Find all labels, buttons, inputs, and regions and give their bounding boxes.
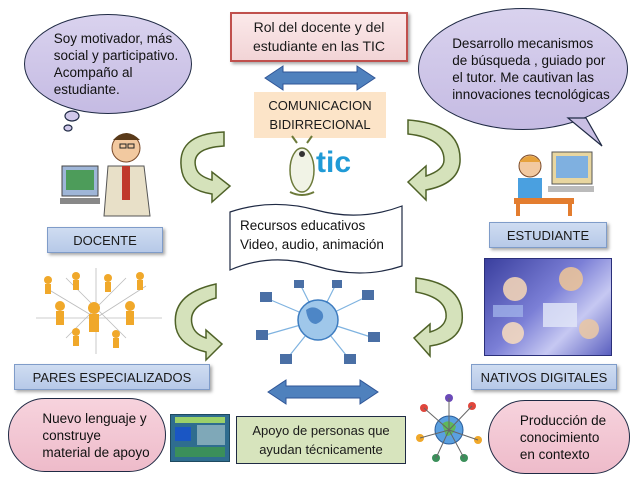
people-network-icon <box>36 268 162 354</box>
learning-screenshot-icon <box>170 414 230 462</box>
globe-network-icon <box>256 280 380 366</box>
curved-arrow-bottom-left <box>174 283 224 362</box>
pares-label-text: PARES ESPECIALIZADOS <box>32 369 192 385</box>
student-bubble-line-2: de búsqueda , guiado por <box>452 53 606 68</box>
support-line-1: Apoyo de personas que <box>252 423 390 438</box>
nativos-digitales-label: NATIVOS DIGITALES <box>471 364 617 390</box>
teacher-icon <box>58 126 154 218</box>
support-box: Apoyo de personas que ayudan técnicament… <box>236 416 406 464</box>
language-line-1: Nuevo lenguaje y <box>42 410 147 426</box>
tic-logo-text: tic <box>316 146 352 179</box>
language-line-3: material de apoyo <box>42 444 150 460</box>
resources-line-1: Recursos educativos <box>240 218 366 233</box>
knowledge-cloud-bubble: Producción de conocimiento en contexto <box>488 400 630 474</box>
communication-line-1: COMUNICACION <box>268 98 372 113</box>
student-speech-bubble: Desarrollo mecanismos de búsqueda , guia… <box>418 8 628 130</box>
teacher-speech-bubble: Soy motivador, más social y participativ… <box>24 14 192 114</box>
bottom-double-arrow <box>267 379 379 405</box>
teacher-bubble-thought-dots <box>63 110 80 132</box>
docente-label-text: DOCENTE <box>73 232 137 248</box>
tic-mascot-icon: tic <box>282 135 362 200</box>
resources-wave-box <box>229 203 403 274</box>
global-people-icon <box>414 394 484 464</box>
resources-line-2: Video, audio, animación <box>240 237 384 252</box>
language-line-2: construye <box>42 427 101 443</box>
student-bubble-tail <box>566 117 603 147</box>
knowledge-line-1: Producción de <box>519 412 607 428</box>
communication-box: COMUNICACION BIDIRRECIONAL <box>254 92 386 138</box>
student-bubble-line-1: Desarrollo mecanismos <box>452 36 594 51</box>
teacher-bubble-line-1: Soy motivador, más <box>53 31 173 46</box>
docente-label: DOCENTE <box>47 227 163 253</box>
top-double-arrow <box>264 65 376 91</box>
curved-arrow-top-right <box>406 119 461 202</box>
estudiante-label: ESTUDIANTE <box>489 222 607 248</box>
student-computer-icon <box>508 150 596 216</box>
pares-especializados-label: PARES ESPECIALIZADOS <box>14 364 210 390</box>
estudiante-label-text: ESTUDIANTE <box>506 227 590 243</box>
teacher-bubble-line-3: Acompaño al <box>53 65 133 80</box>
resources-text: Recursos educativos Video, audio, animac… <box>240 216 402 254</box>
support-line-2: ayudan técnicamente <box>259 442 383 457</box>
curved-arrow-top-left <box>180 131 232 204</box>
title-line-2: estudiante en las TIC <box>252 38 386 54</box>
student-bubble-line-4: innovaciones tecnológicas <box>452 87 610 102</box>
digital-natives-collage-icon <box>484 258 612 356</box>
teacher-bubble-line-4: estudiante. <box>53 82 120 97</box>
title-box: Rol del docente y del estudiante en las … <box>230 12 408 62</box>
knowledge-line-3: en contexto <box>519 446 590 462</box>
teacher-bubble-line-2: social y participativo. <box>53 48 179 63</box>
student-bubble-line-3: el tutor. Me cautivan las <box>452 70 595 85</box>
communication-line-2: BIDIRRECIONAL <box>269 117 371 132</box>
curved-arrow-bottom-right <box>412 277 463 358</box>
knowledge-line-2: conocimiento <box>519 429 600 445</box>
title-line-1: Rol del docente y del <box>253 19 385 35</box>
nativos-label-text: NATIVOS DIGITALES <box>480 369 608 385</box>
language-cloud-bubble: Nuevo lenguaje y construye material de a… <box>8 398 166 472</box>
